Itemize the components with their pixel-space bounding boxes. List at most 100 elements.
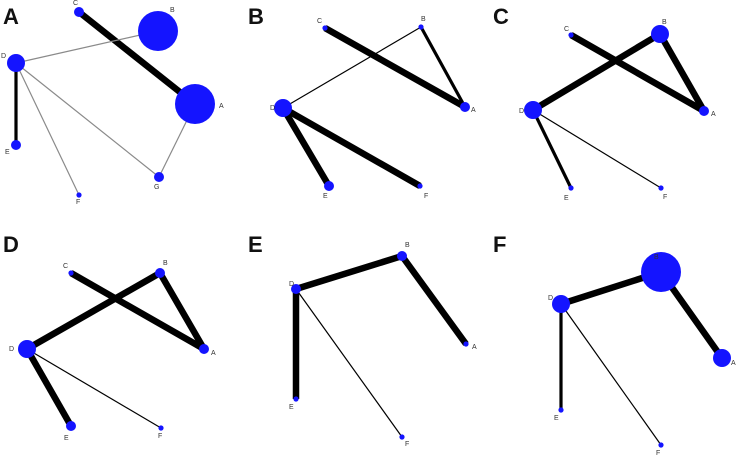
panel-letter: C	[493, 4, 509, 29]
edge-b-a	[657, 32, 707, 113]
node-d	[7, 54, 25, 72]
node-label-b: B	[662, 19, 667, 26]
node-label-d: D	[1, 53, 6, 60]
node-b	[651, 25, 669, 43]
edge-d-g	[15, 62, 160, 178]
node-d	[524, 101, 542, 119]
edge-d-e	[531, 109, 573, 189]
node-label-f: F	[76, 199, 80, 206]
edge-d-b	[531, 31, 662, 113]
edge-d-b	[25, 270, 162, 352]
node-label-f: F	[158, 433, 162, 440]
node-label-a: A	[472, 344, 477, 351]
node-d	[552, 295, 570, 313]
edge-d-e	[24, 347, 74, 428]
node-e	[558, 407, 564, 413]
node-f	[658, 442, 664, 448]
node-b	[397, 251, 407, 261]
node-a	[175, 84, 215, 124]
node-f	[658, 185, 664, 191]
node-label-a: A	[211, 350, 216, 357]
node-e	[11, 140, 21, 150]
node-e	[293, 396, 299, 402]
edge-b-a	[399, 254, 469, 346]
node-a	[199, 344, 209, 354]
node-label-f: F	[405, 441, 409, 448]
node-label-a: A	[731, 360, 736, 367]
node-b	[138, 11, 178, 51]
node-label-e: E	[64, 435, 69, 442]
node-label-f: F	[663, 194, 667, 201]
panel-letter: F	[493, 232, 506, 257]
node-a	[713, 349, 731, 367]
node-d	[291, 284, 301, 294]
edge-d-f	[281, 105, 422, 189]
node-label-c: C	[564, 26, 569, 33]
edge-c-a	[69, 270, 206, 352]
edge-d-f	[26, 348, 162, 429]
node-label-e: E	[289, 404, 294, 411]
node-f	[417, 183, 423, 189]
node-c	[568, 32, 574, 38]
node-d	[274, 99, 292, 117]
edge-d-f	[15, 62, 80, 196]
node-label-d: D	[270, 105, 275, 112]
panel-b: A B C D E F B	[248, 4, 476, 200]
edge-c-a	[76, 9, 198, 107]
edge-d-b	[15, 30, 159, 64]
node-b	[641, 252, 681, 292]
edge-b-a	[157, 271, 207, 351]
node-label-d: D	[519, 108, 524, 115]
node-label-b: B	[405, 242, 410, 249]
node-c	[322, 25, 328, 31]
node-label-d: D	[289, 281, 294, 288]
node-e	[568, 185, 574, 191]
edge-b-a	[419, 26, 467, 108]
node-label-e: E	[564, 195, 569, 202]
node-b	[155, 268, 165, 278]
node-label-a: A	[471, 107, 476, 114]
node-b	[418, 24, 424, 30]
edge-d-f	[560, 303, 662, 446]
node-f	[76, 192, 82, 198]
edge-d-f	[532, 109, 662, 189]
node-label-g: G	[154, 184, 159, 191]
node-f	[399, 434, 405, 440]
node-label-c: C	[73, 0, 78, 7]
node-label-b: B	[170, 7, 175, 14]
panel-letter: D	[3, 232, 19, 257]
edge-c-a	[569, 32, 706, 114]
node-label-e: E	[554, 415, 559, 422]
node-a	[460, 102, 470, 112]
node-label-c: C	[317, 18, 322, 25]
node-label-a: A	[219, 103, 224, 110]
node-c	[74, 7, 84, 17]
node-e	[324, 181, 334, 191]
node-label-d: D	[548, 295, 553, 302]
node-label-b: B	[421, 16, 426, 23]
node-g	[154, 172, 164, 182]
edge-d-f	[295, 288, 403, 438]
edge-d-b	[295, 252, 403, 293]
node-label-d: D	[9, 346, 14, 353]
node-label-e: E	[5, 149, 10, 156]
node-label-b: B	[654, 254, 659, 261]
edge-c-a	[323, 25, 467, 110]
node-a	[699, 106, 709, 116]
node-label-e: E	[323, 193, 328, 200]
node-label-f: F	[656, 450, 660, 455]
node-label-c: C	[63, 263, 68, 270]
node-d	[18, 340, 36, 358]
node-label-f: F	[424, 193, 428, 200]
panel-letter: B	[248, 4, 264, 29]
edge-d-b	[282, 26, 422, 109]
panel-f: A B D E F F	[493, 232, 736, 455]
node-a	[463, 341, 469, 347]
node-f	[158, 425, 164, 431]
node-e	[66, 421, 76, 431]
